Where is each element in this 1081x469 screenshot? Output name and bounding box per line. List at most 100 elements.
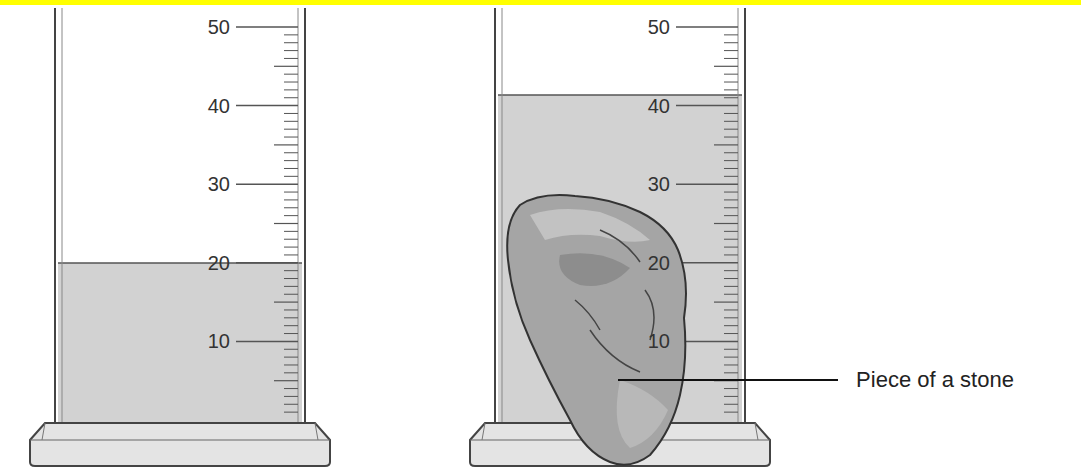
scale-number: 20 — [620, 251, 670, 275]
scale-number: 10 — [180, 329, 230, 353]
tick-mark — [284, 372, 298, 373]
tick-mark — [724, 58, 738, 59]
top-strip — [0, 0, 1081, 5]
tick-mark — [284, 333, 298, 334]
tick-mark — [724, 388, 738, 389]
right-cylinder — [470, 8, 770, 466]
tick-mark — [284, 168, 298, 169]
tick-mark — [284, 294, 298, 295]
tick-mark — [724, 199, 738, 200]
tick-mark — [284, 192, 298, 193]
scale-number: 40 — [180, 94, 230, 118]
tick-mark — [724, 82, 738, 83]
tick-mark — [284, 325, 298, 326]
scale-number: 40 — [620, 94, 670, 118]
callout-label: Piece of a stone — [845, 367, 1025, 393]
tick-mark — [724, 176, 738, 177]
tick-mark — [284, 176, 298, 177]
tick-mark — [724, 215, 738, 216]
tick-mark — [284, 247, 298, 248]
tick-mark — [724, 168, 738, 169]
scale-number: 20 — [180, 251, 230, 275]
tick-mark — [284, 349, 298, 350]
tick-mark — [724, 325, 738, 326]
tick-mark — [236, 341, 298, 343]
tick-mark — [724, 231, 738, 232]
tick-mark — [236, 262, 298, 264]
tick-mark — [274, 144, 298, 145]
tick-mark — [724, 160, 738, 161]
scale-number: 30 — [620, 172, 670, 196]
tick-mark — [724, 364, 738, 365]
tick-mark — [284, 82, 298, 83]
tick-mark — [724, 97, 738, 98]
tick-mark — [724, 207, 738, 208]
tick-mark — [284, 207, 298, 208]
tick-mark — [724, 137, 738, 138]
tick-mark — [284, 97, 298, 98]
tick-mark — [724, 412, 738, 413]
tick-mark — [724, 121, 738, 122]
tick-mark — [284, 270, 298, 271]
tick-mark — [284, 42, 298, 43]
tick-mark — [284, 160, 298, 161]
tick-mark — [724, 357, 738, 358]
tick-mark — [724, 333, 738, 334]
tick-mark — [274, 380, 298, 381]
tick-mark — [284, 74, 298, 75]
tick-mark — [724, 113, 738, 114]
tick-mark — [236, 105, 298, 107]
tick-mark — [676, 183, 738, 185]
tick-mark — [284, 357, 298, 358]
tick-mark — [284, 199, 298, 200]
stone — [507, 195, 686, 465]
tick-mark — [284, 121, 298, 122]
tick-mark — [284, 278, 298, 279]
tick-mark — [724, 42, 738, 43]
tick-mark — [284, 317, 298, 318]
tick-mark — [724, 254, 738, 255]
tick-mark — [724, 286, 738, 287]
tick-mark — [284, 50, 298, 51]
tick-mark — [284, 388, 298, 389]
tick-mark — [284, 239, 298, 240]
tick-mark — [724, 396, 738, 397]
tick-mark — [724, 309, 738, 310]
scale-number: 30 — [180, 172, 230, 196]
tick-mark — [724, 372, 738, 373]
tick-mark — [676, 105, 738, 107]
tick-mark — [274, 302, 298, 303]
tick-mark — [284, 215, 298, 216]
tick-mark — [284, 412, 298, 413]
tick-mark — [284, 89, 298, 90]
tick-mark — [274, 223, 298, 224]
tick-mark — [284, 129, 298, 130]
tick-mark — [724, 129, 738, 130]
tick-mark — [724, 294, 738, 295]
tick-mark — [714, 144, 738, 145]
tick-mark — [724, 247, 738, 248]
tick-mark — [284, 34, 298, 35]
tick-mark — [236, 183, 298, 185]
tick-mark — [284, 113, 298, 114]
tick-mark — [284, 231, 298, 232]
tick-mark — [724, 349, 738, 350]
tick-mark — [724, 317, 738, 318]
tick-mark — [714, 302, 738, 303]
leader-line — [618, 379, 838, 381]
left-cylinder — [30, 8, 330, 466]
tick-mark — [236, 26, 298, 28]
tick-mark — [714, 223, 738, 224]
tick-mark — [676, 26, 738, 28]
tick-mark — [714, 66, 738, 67]
tick-mark — [724, 278, 738, 279]
tick-mark — [284, 396, 298, 397]
tick-mark — [724, 50, 738, 51]
tick-mark — [724, 404, 738, 405]
tick-mark — [284, 254, 298, 255]
tick-mark — [724, 89, 738, 90]
tick-mark — [284, 309, 298, 310]
tick-mark — [724, 239, 738, 240]
tick-mark — [284, 364, 298, 365]
tick-mark — [724, 34, 738, 35]
